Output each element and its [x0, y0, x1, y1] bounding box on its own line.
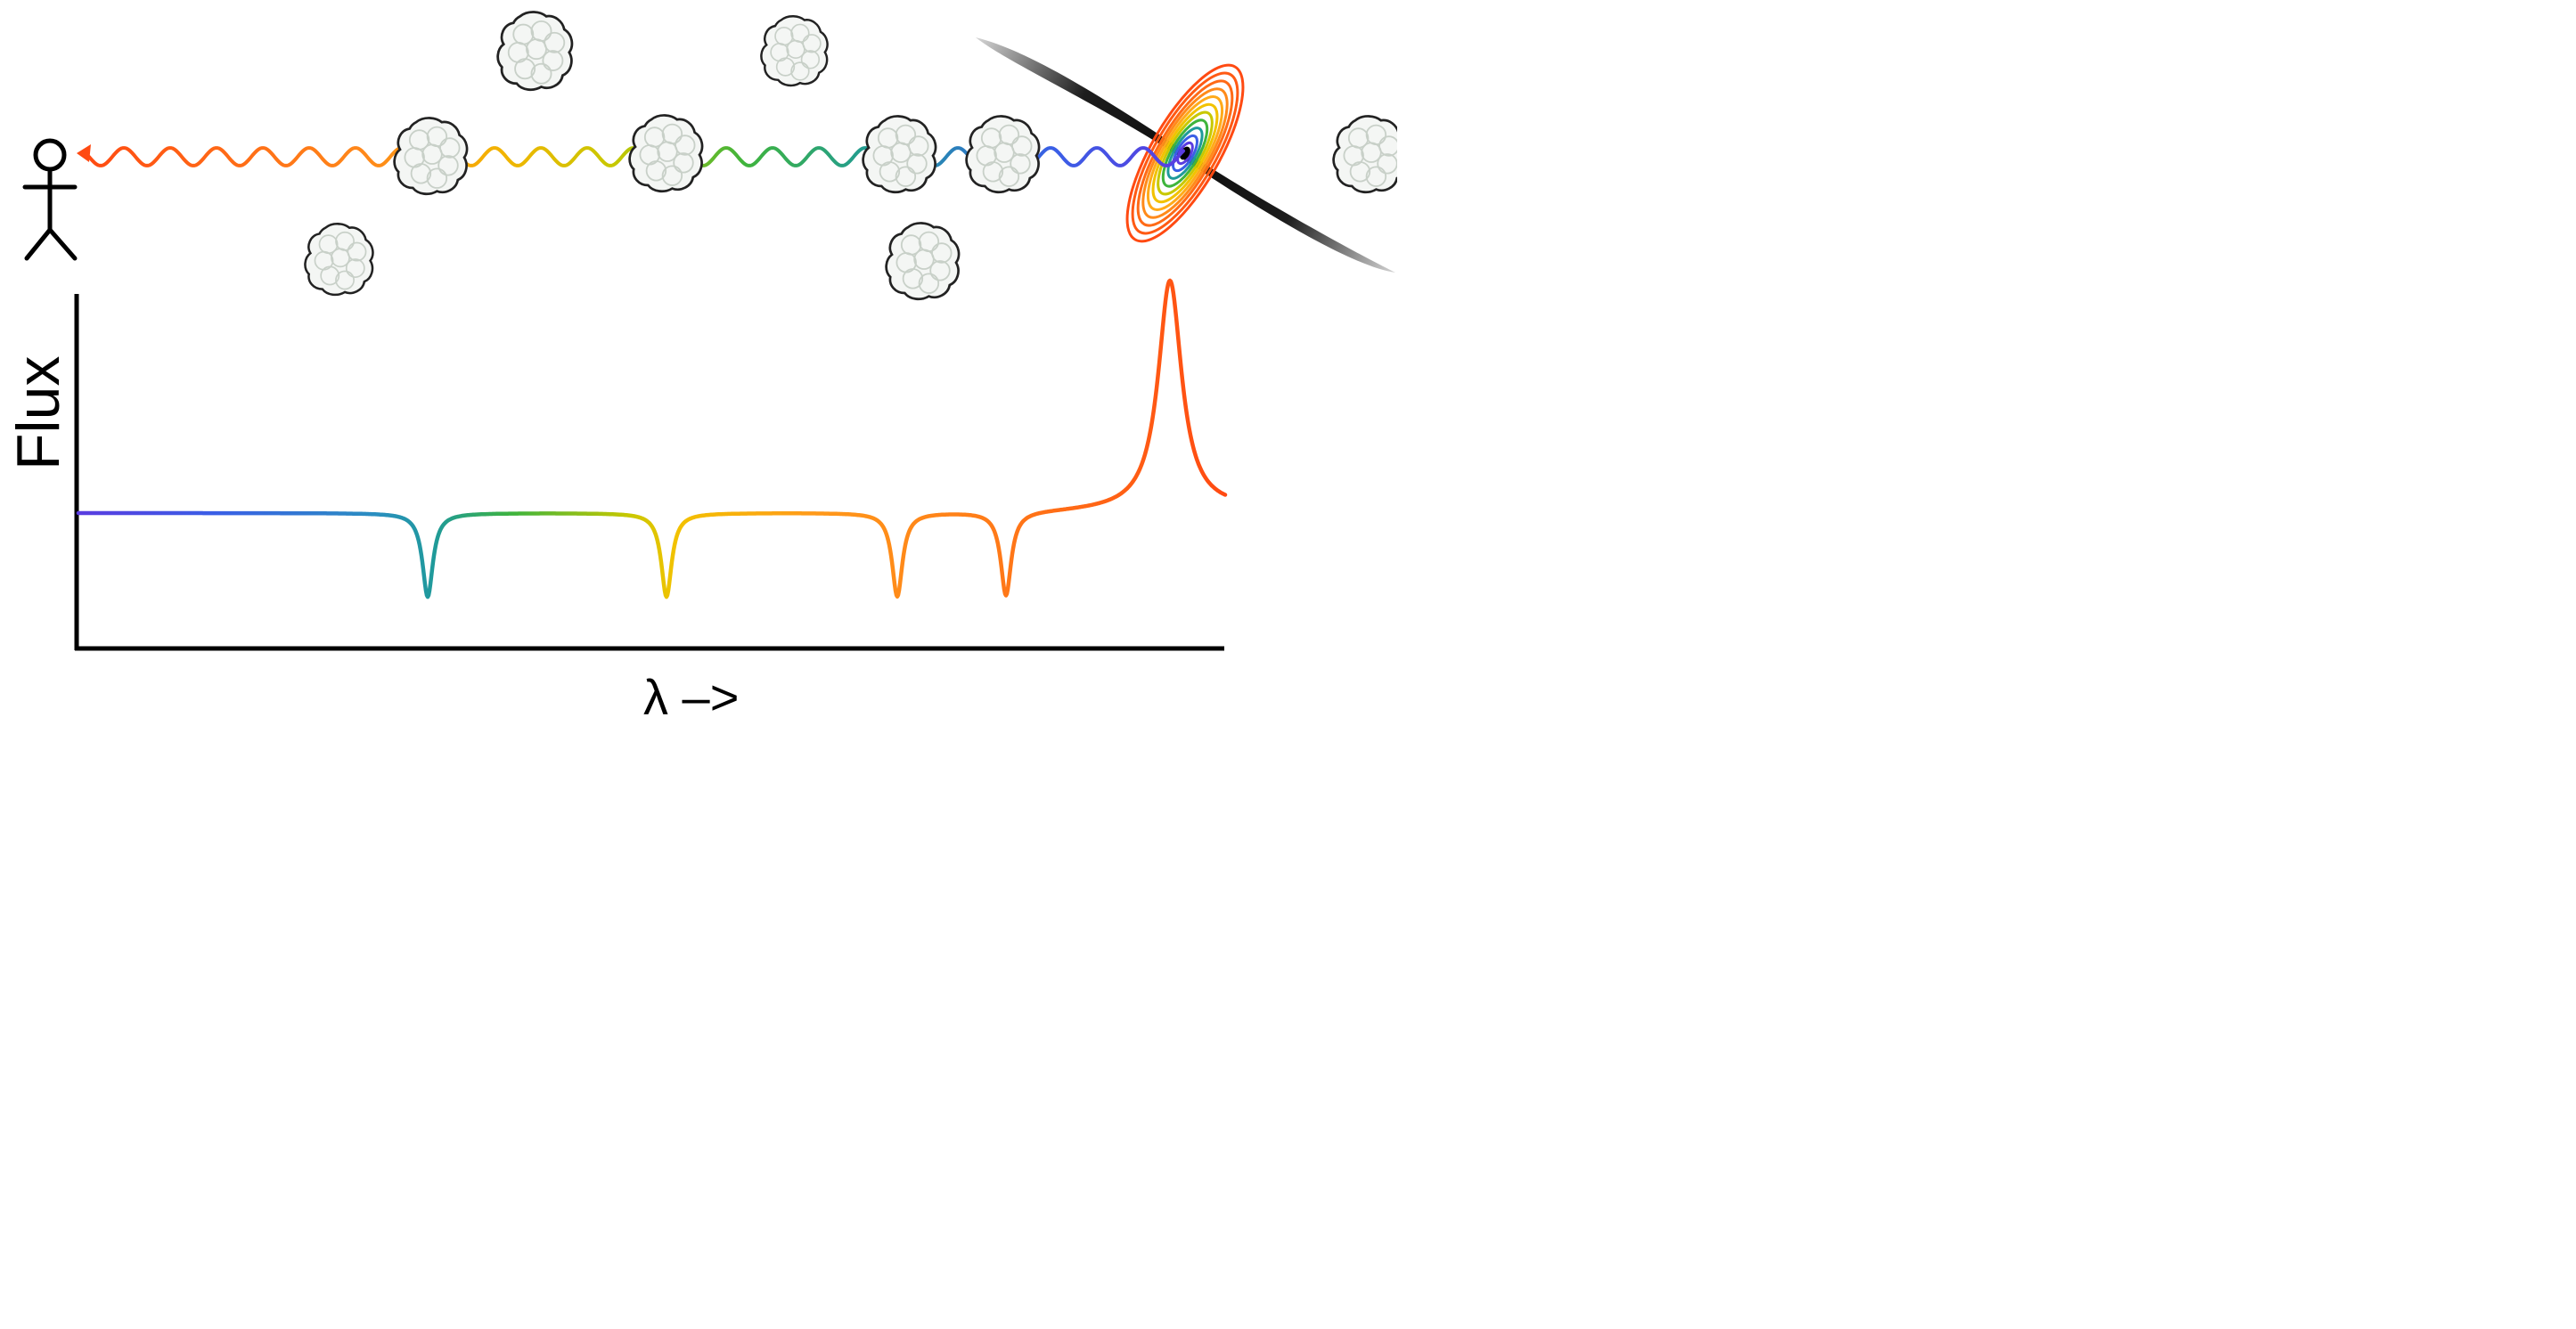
- gas-cloud-icon: [496, 10, 574, 92]
- gas-cloud-icon: [628, 113, 704, 193]
- spectrum-curve: [76, 278, 1228, 599]
- x-axis-label: λ –>: [643, 669, 739, 721]
- gas-cloud-icon: [862, 114, 937, 194]
- gas-cloud-icon: [885, 221, 961, 301]
- gas-cloud-icon: [1332, 114, 1397, 194]
- gas-cloud-icon: [303, 222, 375, 297]
- clouds-layer: [303, 10, 1397, 301]
- plot-axes: [74, 294, 1224, 651]
- quasar-disk-icon: [1125, 63, 1245, 243]
- y-axis-label: Flux: [4, 356, 72, 470]
- photon-arrowhead: [77, 144, 91, 162]
- gas-cloud-icon: [759, 14, 830, 87]
- gas-cloud-icon: [965, 114, 1041, 194]
- observer-icon: [22, 138, 78, 261]
- gas-cloud-icon: [393, 116, 469, 196]
- quasar-absorption-diagram: Flux λ –>: [4, 10, 1397, 721]
